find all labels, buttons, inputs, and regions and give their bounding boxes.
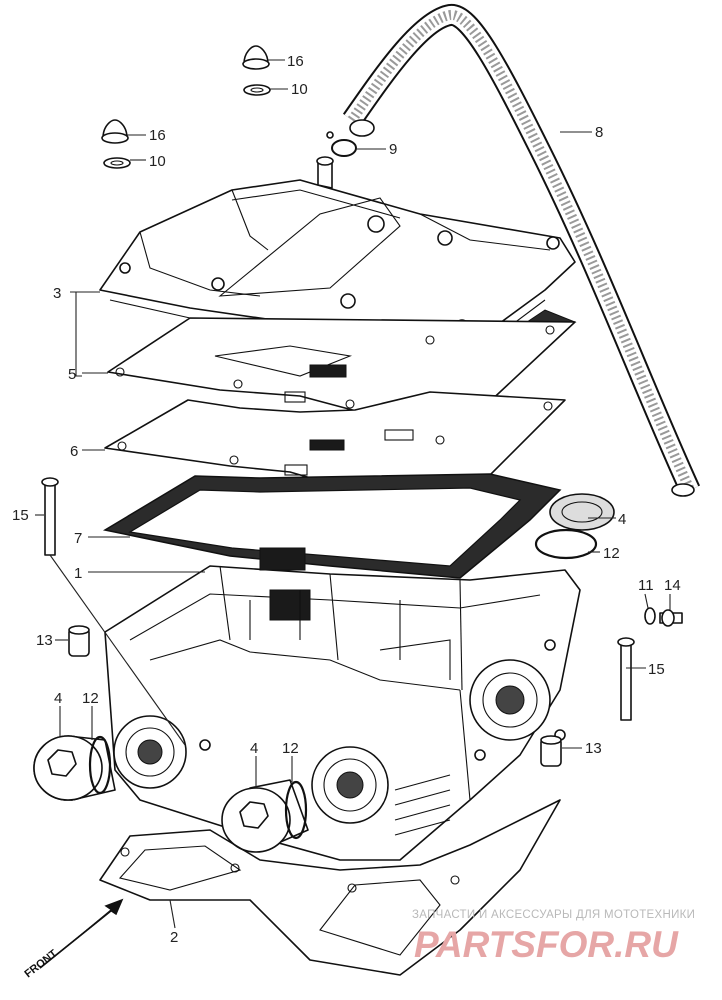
callout-4-center: 4 [250,740,258,757]
callout-12-right: 12 [603,545,620,562]
callout-8: 8 [595,124,603,141]
callout-9: 9 [389,141,397,158]
watermark-tagline: ЗАПЧАСТИ И АКСЕССУАРЫ ДЛЯ МОТОТЕХНИКИ [412,909,695,921]
watermark-logo: PARTSFOR.RU [414,924,679,965]
callout-14: 14 [664,577,681,594]
callout-6: 6 [70,443,78,460]
o-ring-right [534,528,598,560]
callout-13-right: 13 [585,740,602,757]
cap-nut-upper [242,45,270,70]
breather-hose [342,4,701,497]
head-gasket-lower [102,473,562,579]
callout-12-left: 12 [82,690,99,707]
washer-upper [243,84,271,96]
o-ring-left [88,735,112,795]
callout-10-upper: 10 [291,81,308,98]
callout-13-left: 13 [36,632,53,649]
callout-15-left: 15 [12,507,29,524]
small-washer [644,607,656,625]
small-bolt [659,609,683,627]
callout-10-lower: 10 [149,153,166,170]
callout-7: 7 [74,530,82,547]
washer-lower [103,157,131,169]
callout-1: 1 [74,565,82,582]
cap-nut-lower [101,119,129,144]
callout-5: 5 [68,366,76,383]
intake-insulator-right [549,493,615,531]
stud-bolt-left [41,477,59,556]
callout-4-left: 4 [54,690,62,707]
intake-cap-left [33,735,116,801]
hose-clip [326,131,357,157]
callout-16-lower: 16 [149,127,166,144]
o-ring-center [284,780,308,840]
front-direction-arrow: FRONT [22,898,124,980]
callout-15-right: 15 [648,661,665,678]
cylinder-head-body [104,547,581,861]
callout-16-upper: 16 [287,53,304,70]
callout-labels: 16 10 16 10 9 8 3 5 6 7 1 15 4 12 13 4 1… [12,53,681,946]
stud-bolt-right [617,637,635,721]
watermark: ЗАПЧАСТИ И АКСЕССУАРЫ ДЛЯ МОТОТЕХНИКИ PA… [412,909,695,965]
callout-4-right: 4 [618,511,626,528]
dowel-pin-right [540,735,562,767]
leader-lines [35,59,671,929]
base-gasket [99,799,561,976]
callout-2: 2 [170,929,178,946]
dowel-pin-left [68,625,90,657]
callout-11: 11 [638,577,654,594]
front-label: FRONT [22,947,59,980]
callout-12-center: 12 [282,740,299,757]
intake-cap-center [221,779,309,853]
callout-3: 3 [53,285,61,302]
